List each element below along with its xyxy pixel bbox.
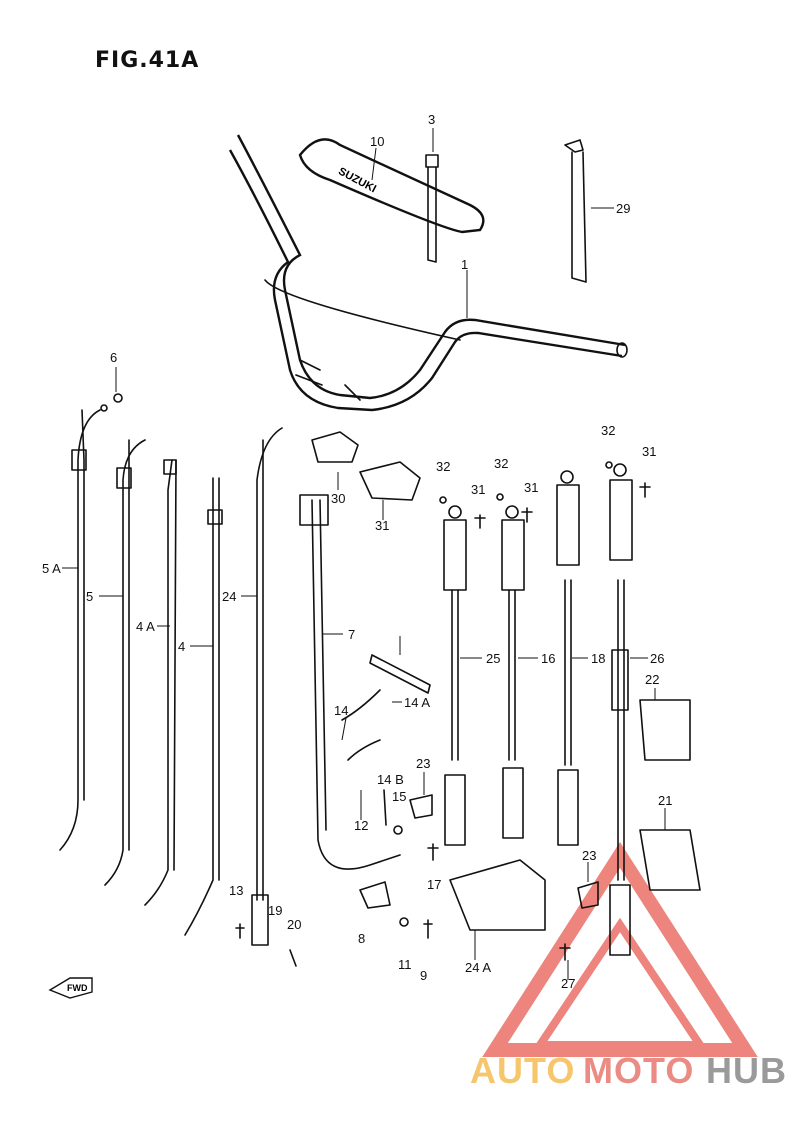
cable-tie-3 bbox=[425, 154, 439, 263]
callout-label: 16 bbox=[541, 651, 555, 666]
callout-label: 31 bbox=[375, 518, 389, 533]
callout-label: 5 bbox=[86, 589, 93, 604]
fwd-arrow-icon: FWD bbox=[48, 977, 93, 999]
rod-14a bbox=[341, 689, 381, 721]
bracket-24a bbox=[639, 699, 691, 761]
clamp-8 bbox=[359, 881, 391, 909]
rod-14 bbox=[347, 739, 381, 761]
bolt-15 bbox=[427, 843, 439, 861]
callout-label: 5 A bbox=[42, 561, 61, 576]
bracket-27 bbox=[311, 431, 359, 463]
callout-label: 14 bbox=[334, 703, 348, 718]
callout-label: 15 bbox=[392, 789, 406, 804]
watermark-auto: AUTO bbox=[470, 1050, 576, 1091]
cable-5a bbox=[59, 404, 108, 851]
callout-label: 26 bbox=[650, 651, 664, 666]
plate-32 bbox=[369, 654, 431, 694]
callout-label: 24 A bbox=[465, 960, 491, 975]
callout-label: 23 bbox=[416, 756, 430, 771]
callout-label: 10 bbox=[370, 134, 384, 149]
callout-label: 14 A bbox=[404, 695, 430, 710]
figure-title: FIG.41A bbox=[95, 48, 200, 73]
callout-label: 27 bbox=[561, 976, 575, 991]
callout-label: 17 bbox=[427, 877, 441, 892]
callout-label: 24 bbox=[222, 589, 236, 604]
callout-label: 13 bbox=[229, 883, 243, 898]
callout-label: 31 bbox=[524, 480, 538, 495]
callout-label: 4 A bbox=[136, 619, 155, 634]
callout-label: 7 bbox=[348, 627, 355, 642]
bracket-23 bbox=[449, 859, 546, 931]
cable-22 bbox=[609, 463, 633, 956]
callout-label: 32 bbox=[436, 459, 450, 474]
washer-10 bbox=[399, 917, 409, 927]
callout-label: 3 bbox=[428, 112, 435, 127]
bracket-28 bbox=[359, 461, 421, 501]
callout-label: 23 bbox=[582, 848, 596, 863]
cable-tie-29 bbox=[564, 139, 587, 283]
watermark-hub: HUB bbox=[706, 1050, 787, 1091]
handlebar bbox=[228, 134, 628, 412]
callout-label: 32 bbox=[494, 456, 508, 471]
nut-6 bbox=[113, 393, 123, 403]
washer-16 bbox=[393, 825, 403, 835]
cable-5 bbox=[104, 439, 146, 886]
bolt-30a bbox=[474, 514, 486, 529]
callout-label: 4 bbox=[178, 639, 185, 654]
clip-13 bbox=[289, 949, 297, 967]
fwd-label: FWD bbox=[67, 983, 88, 993]
callout-label: 31 bbox=[471, 482, 485, 497]
callout-label: 9 bbox=[420, 968, 427, 983]
callout-label: 11 bbox=[398, 957, 412, 972]
bolt-30c bbox=[639, 482, 651, 498]
washer-31c bbox=[605, 461, 613, 469]
washer-31b bbox=[496, 493, 504, 501]
callout-label: 32 bbox=[601, 423, 615, 438]
bolt-11 bbox=[235, 923, 245, 939]
callout-label: 8 bbox=[358, 931, 365, 946]
callout-label: 22 bbox=[645, 672, 659, 687]
watermark-logo bbox=[482, 842, 758, 1057]
bolt-30b bbox=[521, 507, 533, 523]
callout-label: 1 bbox=[461, 257, 468, 272]
cable-4a bbox=[144, 459, 177, 906]
callout-label: 14 B bbox=[377, 772, 404, 787]
callout-label: 6 bbox=[110, 350, 117, 365]
callout-label: 30 bbox=[331, 491, 345, 506]
callout-label: 25 bbox=[486, 651, 500, 666]
washer-31a bbox=[439, 496, 447, 504]
pin-17 bbox=[383, 789, 387, 826]
cable-19 bbox=[556, 470, 580, 846]
bracket-25-right bbox=[577, 881, 599, 909]
cable-7 bbox=[299, 494, 401, 870]
bracket-25-left bbox=[409, 794, 433, 819]
bolt-9 bbox=[423, 919, 433, 939]
callout-label: 21 bbox=[658, 793, 672, 808]
callout-label: 20 bbox=[287, 917, 301, 932]
callout-label: 19 bbox=[268, 903, 282, 918]
cable-18 bbox=[501, 505, 525, 839]
bolt-26 bbox=[559, 943, 571, 961]
cable-4 bbox=[184, 477, 223, 936]
watermark-moto: MOTO bbox=[583, 1050, 695, 1091]
callout-label: 18 bbox=[591, 651, 605, 666]
callout-label: 29 bbox=[616, 201, 630, 216]
bracket-24 bbox=[639, 829, 701, 891]
cable-21 bbox=[443, 505, 467, 846]
cable-20 bbox=[251, 427, 283, 946]
callout-label: 12 bbox=[354, 818, 368, 833]
callout-label: 31 bbox=[642, 444, 656, 459]
